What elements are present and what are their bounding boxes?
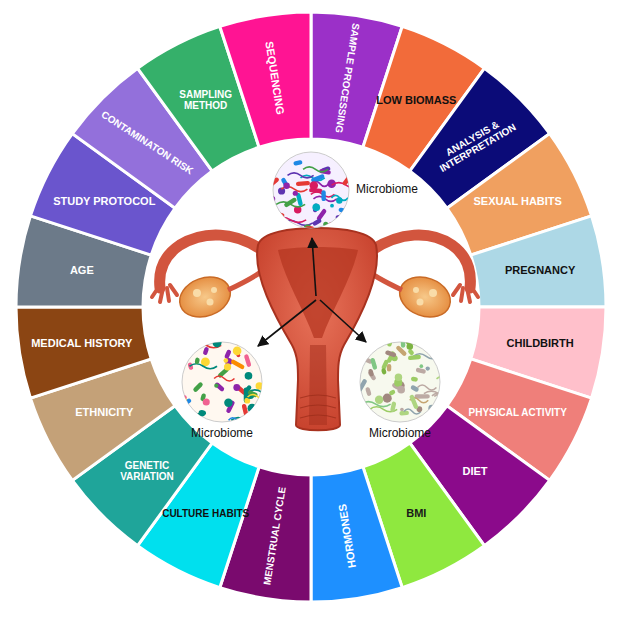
factor-segment: PHYSICAL ACTIVITY [464,380,572,444]
vaginal-canal [309,345,327,425]
microbiome-art [272,151,350,229]
node-label: LOW BIOMASS [376,94,456,107]
factor-segment: PREGNANCY [484,239,596,303]
factor-segment: AGE [26,239,138,303]
node-label: CHILDBIRTH [507,337,574,350]
node-label: SAMPLING METHOD [161,89,251,112]
node-label: MEDICAL HISTORY [31,337,132,350]
factor-segment: MEDICAL HISTORY [26,311,138,375]
node-label: SEXUAL HABITS [473,195,561,208]
factor-ring [16,12,606,602]
microbiome-art [359,341,441,423]
factor-segment: SEXUAL HABITS [464,170,572,234]
factor-segment: GENETIC VARIATION [97,439,197,503]
node-label: AGE [70,264,94,277]
node-label: STUDY PROTOCOL [53,195,155,208]
node-label: MENSTRUAL CYCLE [261,486,288,586]
node-label: Microbiome [369,426,431,440]
node-label: PHYSICAL ACTIVITY [469,407,567,419]
node-label: ETHNICITY [75,406,133,419]
factor-segment: DIET [425,439,525,503]
ring-segment [16,307,151,398]
microbiome-art [181,341,263,423]
node-label: DIET [463,465,488,478]
factor-segment: BMI [371,482,461,546]
node-label: HORMONES [336,503,359,569]
uterus-body [257,228,377,430]
factor-segment: CHILDBIRTH [484,311,596,375]
node-label: Microbiome [356,182,418,196]
microbiome-circle: Microbiome [272,151,350,229]
ovary [394,270,456,323]
node-label: SEQUENCING [263,40,287,115]
pointer-arrow [312,238,316,296]
fimbriae [152,285,177,302]
node-label: Microbiome [191,426,253,440]
factor-segment: SAMPLING METHOD [161,68,251,132]
fimbriae [453,285,478,302]
node-label: PREGNANCY [505,264,575,277]
pointer-arrow [320,300,366,342]
factor-segment: STUDY PROTOCOL [50,170,158,234]
pointer-arrow [258,300,316,346]
factor-segment: CULTURE HABITS [161,482,251,546]
node-label: CULTURE HABITS [162,508,249,520]
ovary [174,270,236,323]
node-label: BMI [406,507,426,520]
uterus-illustration [152,228,478,430]
ring-segment [220,12,311,147]
ring-segment [311,467,402,602]
factor-segment: ETHNICITY [50,380,158,444]
ring-segment [471,216,606,307]
microbiome-circle: Microbiome [359,341,441,423]
factor-segment: LOW BIOMASS [371,68,461,132]
microbiome-circle: Microbiome [181,341,263,423]
node-label: SAMPLE PROCESSING [333,22,362,134]
node-label: GENETIC VARIATION [97,460,197,483]
